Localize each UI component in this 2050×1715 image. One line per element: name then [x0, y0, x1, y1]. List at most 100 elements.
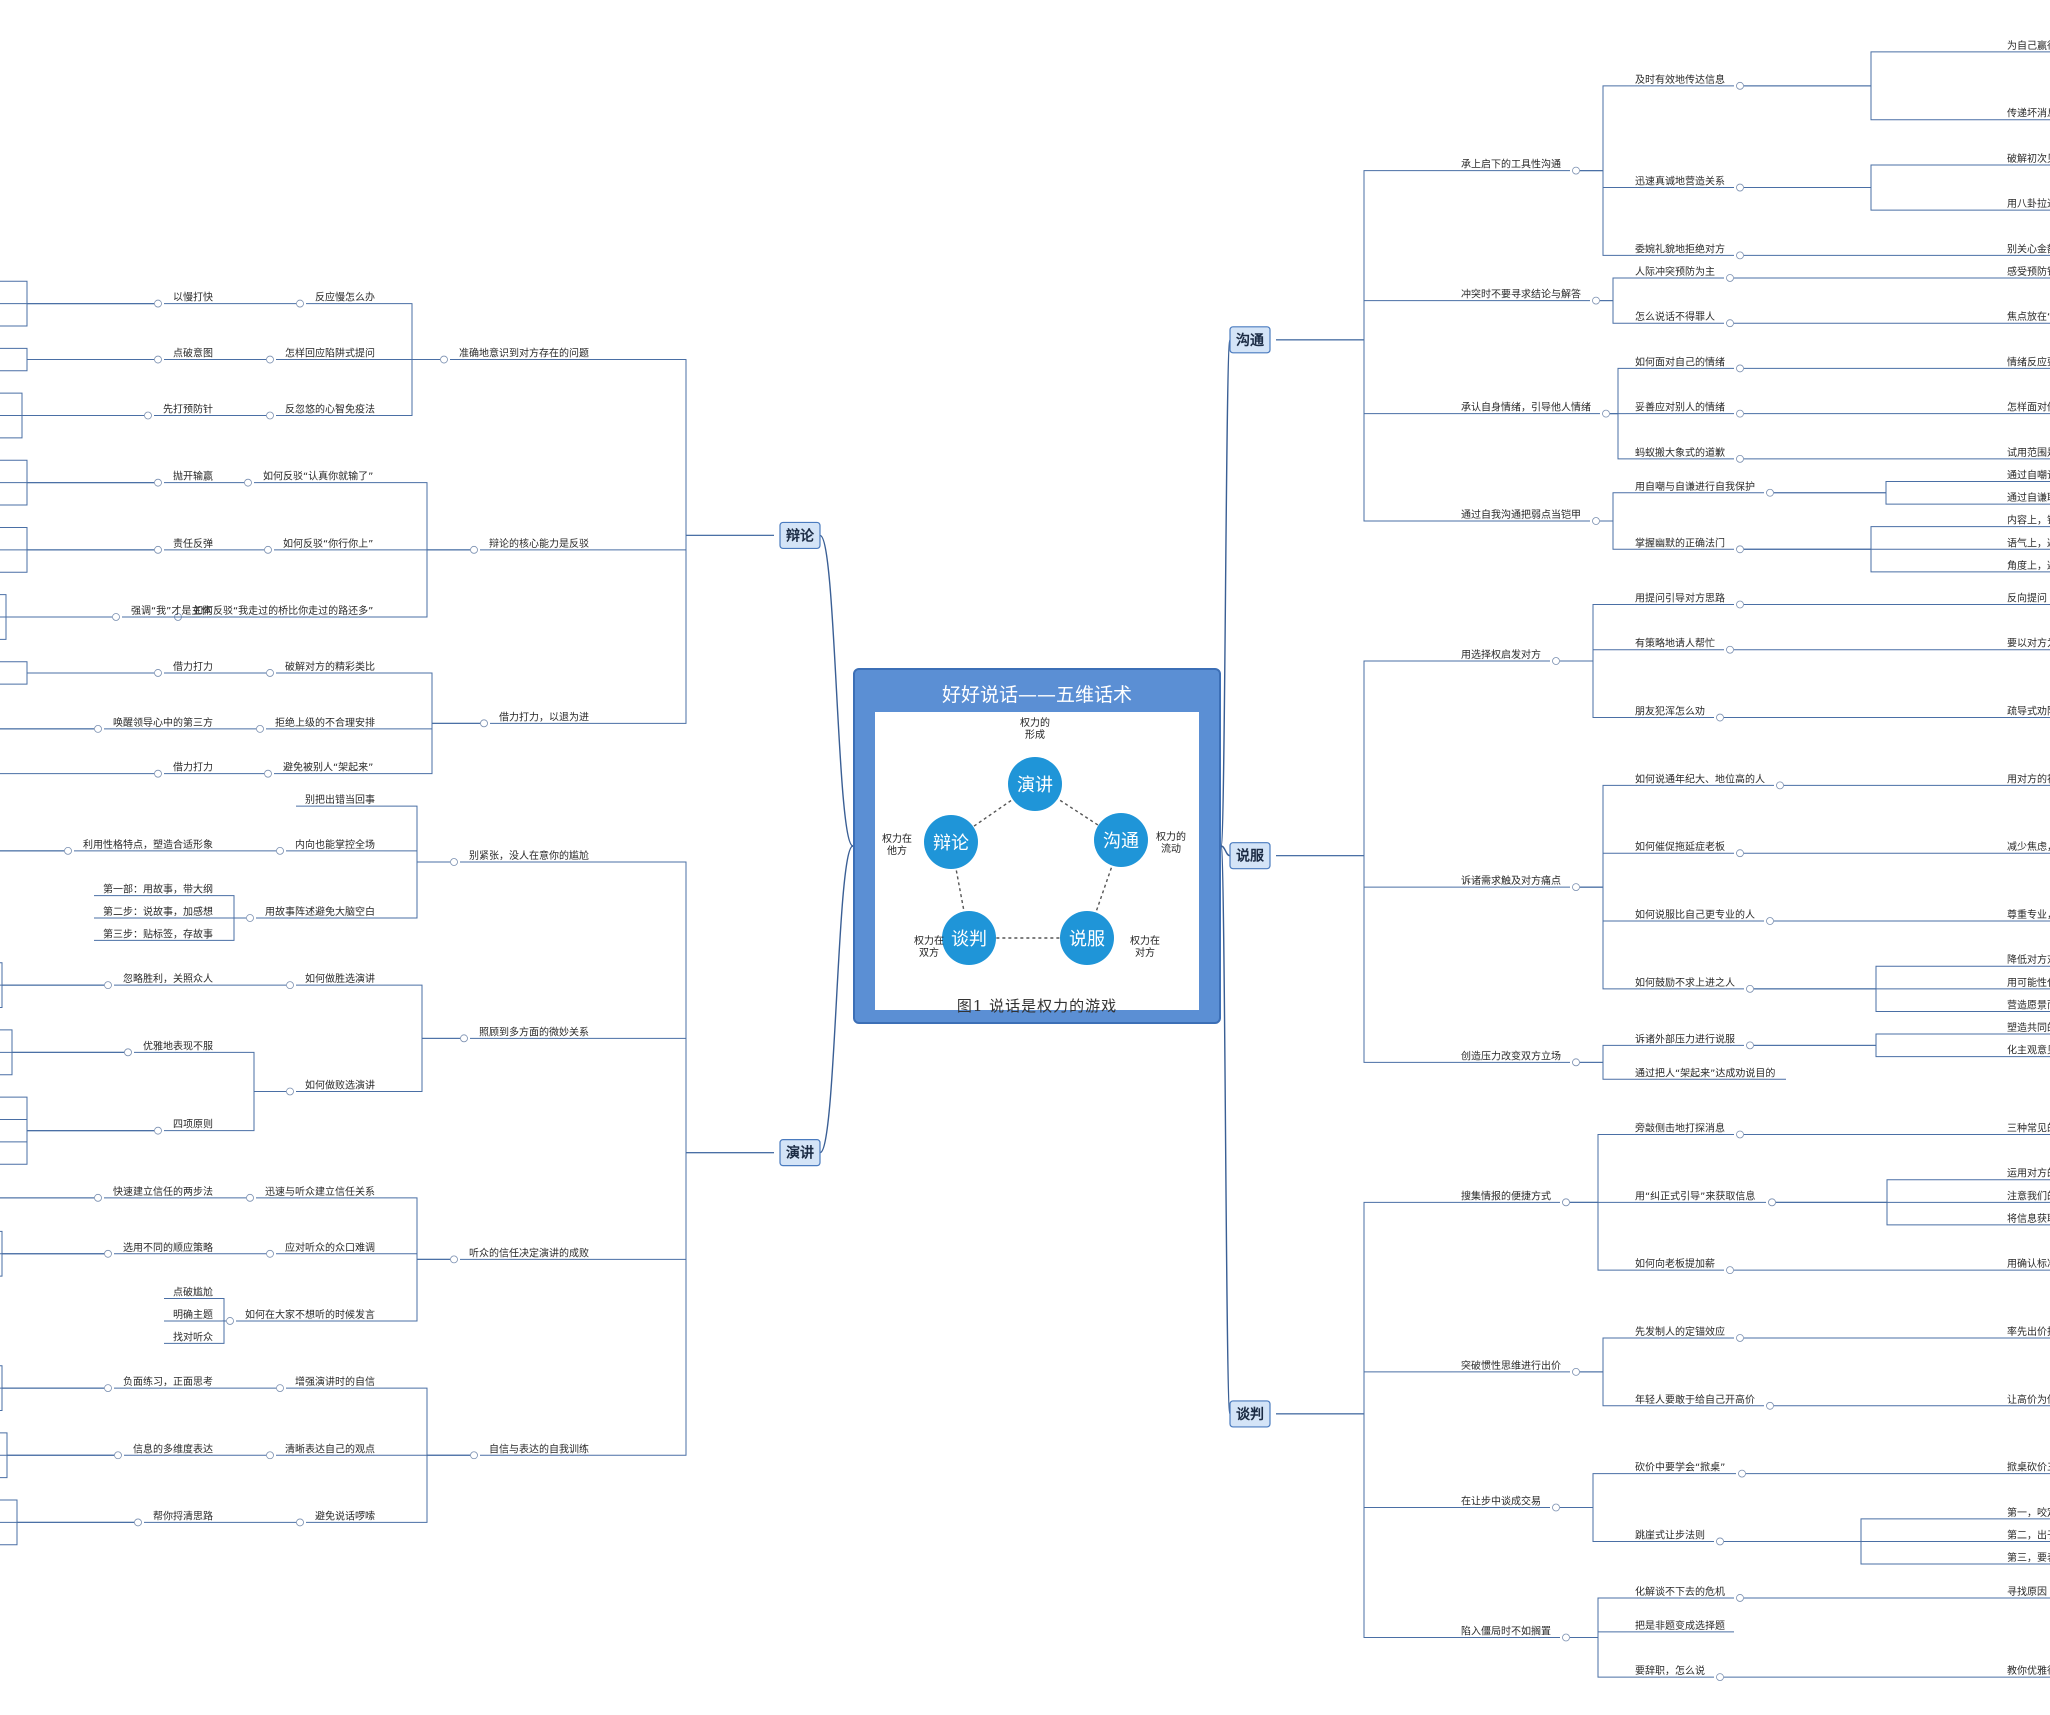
topic-node[interactable]: 创造压力改变双方立场 [1452, 1049, 1580, 1067]
topic-node[interactable]: 内向也能掌控全场 [276, 838, 385, 855]
collapse-toggle-icon[interactable] [124, 1048, 132, 1057]
topic-node[interactable]: 迅速真诚地营造关系 [1626, 175, 1744, 192]
topic-node[interactable]: 降低对方对结果的恐惧 [1998, 953, 2050, 967]
collapse-toggle-icon[interactable] [226, 1317, 234, 1325]
pentagon-node-3[interactable]: 谈判 [942, 911, 996, 965]
topic-node[interactable]: 别把出错当回事 [296, 793, 384, 807]
topic-node[interactable]: 用提问引导对方思路 [1626, 592, 1744, 609]
topic-node[interactable]: 别紧张，没人在意你的尴尬 [450, 849, 599, 866]
topic-node[interactable]: 用确认标准获取主动 [1998, 1257, 2050, 1274]
topic-node[interactable]: 寻找原因 [1998, 1585, 2050, 1602]
topic-node[interactable]: 如何在大家不想听的时候发言 [226, 1308, 385, 1325]
topic-node[interactable]: 蚂蚁搬大象式的道歉 [1626, 446, 1744, 463]
topic-node[interactable]: 如何向老板提加薪 [1626, 1257, 1734, 1275]
collapse-toggle-icon[interactable] [266, 1451, 274, 1460]
collapse-toggle-icon[interactable] [1736, 454, 1744, 463]
topic-node[interactable]: 先发制人的定锚效应 [1626, 1325, 1744, 1342]
topic-node[interactable]: 用自嘲与自谦进行自我保护 [1626, 480, 1774, 497]
topic-node[interactable]: 年轻人要敢于给自己开高价 [1626, 1393, 1774, 1410]
collapse-toggle-icon[interactable] [264, 545, 272, 554]
collapse-toggle-icon[interactable] [1736, 1130, 1744, 1139]
collapse-toggle-icon[interactable] [450, 1255, 458, 1264]
topic-node[interactable]: 将信息获取的效益进一步扩大 [1998, 1212, 2050, 1226]
topic-node[interactable]: 为自己赢得表达的时间 [1998, 39, 2050, 56]
topic-node[interactable]: 拒绝上级的不合理安排 [256, 716, 385, 733]
collapse-toggle-icon[interactable] [1736, 364, 1744, 373]
topic-node[interactable]: 如何做败选演讲 [286, 1078, 385, 1096]
collapse-toggle-icon[interactable] [286, 981, 294, 990]
collapse-toggle-icon[interactable] [1736, 409, 1744, 418]
topic-node[interactable]: 迅速与听众建立信任关系 [246, 1185, 385, 1202]
topic-node[interactable]: 如何说服比自己更专业的人 [1626, 908, 1774, 925]
collapse-toggle-icon[interactable] [1736, 545, 1744, 554]
collapse-toggle-icon[interactable] [1572, 166, 1580, 175]
topic-node[interactable]: 四项原则 [154, 1118, 223, 1135]
topic-node[interactable]: 化主观意见为客观压力，让对方更容易接受我们的意见 [1998, 1044, 2050, 1058]
topic-node[interactable]: 化解谈不下去的危机 [1626, 1585, 1744, 1602]
topic-node[interactable]: 如何催促拖延症老板 [1626, 840, 1744, 858]
topic-node[interactable]: 教你优雅得体 [1998, 1664, 2050, 1681]
topic-node[interactable]: 承认自身情绪，引导他人情绪 [1452, 401, 1610, 418]
topic-node[interactable]: 怎么说话不得罪人 [1626, 310, 1734, 328]
topic-node[interactable]: 妥善应对别人的情绪 [1626, 401, 1744, 418]
topic-node[interactable]: 在让步中谈成交易 [1452, 1495, 1560, 1512]
topic-node[interactable]: 准确地意识到对方存在的问题 [440, 347, 599, 364]
pentagon-node-4[interactable]: 辩论 [924, 815, 978, 869]
topic-node[interactable]: 用选择权启发对方 [1452, 648, 1560, 665]
topic-node[interactable]: 语气上，避免先笑破梗 [1998, 536, 2050, 550]
topic-node[interactable]: 营造愿景而不下命令 [1998, 998, 2050, 1012]
collapse-toggle-icon[interactable] [1572, 1058, 1580, 1067]
topic-node[interactable]: 突破惯性思维进行出价 [1452, 1359, 1580, 1376]
topic-node[interactable]: 用对方的视角看问题 [1998, 772, 2050, 789]
topic-node[interactable]: 感受预防针 [1998, 265, 2050, 279]
topic-node[interactable]: 找对听众 [164, 1330, 222, 1344]
topic-node[interactable]: 增强演讲时的自信 [276, 1375, 385, 1393]
topic-node[interactable]: 优雅地表现不服 [124, 1039, 223, 1057]
topic-node[interactable]: 自信与表达的自我训练 [470, 1442, 599, 1460]
topic-node[interactable]: 搜集情报的便捷方式 [1452, 1189, 1570, 1207]
collapse-toggle-icon[interactable] [154, 769, 162, 778]
topic-node[interactable]: 点破尴尬 [164, 1286, 222, 1300]
topic-node[interactable]: 有策略地请人帮忙 [1626, 637, 1734, 654]
collapse-toggle-icon[interactable] [1766, 488, 1774, 497]
collapse-toggle-icon[interactable] [1572, 1367, 1580, 1376]
collapse-toggle-icon[interactable] [1736, 600, 1744, 609]
main-topic-0[interactable] [1229, 326, 1271, 354]
topic-node[interactable]: 如何反驳“认真你就输了” [244, 470, 385, 487]
topic-node[interactable]: 信息的多维度表达 [114, 1442, 223, 1460]
collapse-toggle-icon[interactable] [1552, 657, 1560, 665]
collapse-toggle-icon[interactable] [266, 1249, 274, 1258]
collapse-toggle-icon[interactable] [1746, 1041, 1754, 1050]
topic-node[interactable]: 把是非题变成选择题 [1626, 1619, 1734, 1633]
topic-node[interactable]: 如何反驳“你行你上” [264, 537, 385, 554]
topic-node[interactable]: 要以对方为出发点 [1998, 637, 2050, 654]
main-topic-3[interactable] [779, 521, 821, 550]
pentagon-node-2[interactable]: 说服 [1060, 911, 1114, 965]
topic-node[interactable]: 反忽悠的心智免疫法 [266, 403, 385, 420]
central-topic[interactable]: 好好说话——五维话术 演讲 沟通 说服 谈判 辩论 权力的形成 权力的流动 权力… [853, 668, 1221, 1024]
collapse-toggle-icon[interactable] [286, 1087, 294, 1096]
topic-node[interactable]: 借力打力 [154, 761, 223, 778]
collapse-toggle-icon[interactable] [256, 725, 264, 733]
topic-node[interactable]: 通过自我沟通把弱点当铠甲 [1452, 508, 1600, 525]
topic-node[interactable]: 第三步：贴标签，存故事 [94, 927, 222, 941]
collapse-toggle-icon[interactable] [1572, 883, 1580, 892]
collapse-toggle-icon[interactable] [154, 299, 162, 308]
topic-node[interactable]: 用“纠正式引导”来获取信息 [1626, 1189, 1776, 1207]
topic-node[interactable]: 如何做胜选演讲 [286, 972, 385, 990]
collapse-toggle-icon[interactable] [470, 1451, 478, 1460]
collapse-toggle-icon[interactable] [114, 1451, 122, 1460]
topic-node[interactable]: 用可能性代替目的性 [1998, 976, 2050, 990]
topic-node[interactable]: 选用不同的顺应策略 [104, 1241, 223, 1258]
collapse-toggle-icon[interactable] [1726, 319, 1734, 328]
topic-node[interactable]: 试用范围是日常生活中比较模糊的责任地带，而且是为了平息对方怒火才使用 [1998, 446, 2050, 460]
collapse-toggle-icon[interactable] [440, 355, 448, 364]
topic-node[interactable]: 通过自谦取得别人的信任 [1998, 491, 2050, 505]
topic-node[interactable]: 运用对方的纠正心理获取信息 [1998, 1167, 2050, 1181]
topic-node[interactable]: 砍价中要学会“掀桌” [1626, 1461, 1746, 1478]
topic-node[interactable]: 通过自嘲让敌人无攻击之门 [1998, 468, 2050, 482]
topic-node[interactable]: 避免被别人“架起来” [264, 761, 385, 778]
topic-node[interactable]: 破解对方的精彩类比 [266, 660, 385, 677]
topic-node[interactable]: 辩论的核心能力是反驳 [470, 537, 599, 554]
topic-node[interactable]: 借力打力 [154, 660, 223, 677]
